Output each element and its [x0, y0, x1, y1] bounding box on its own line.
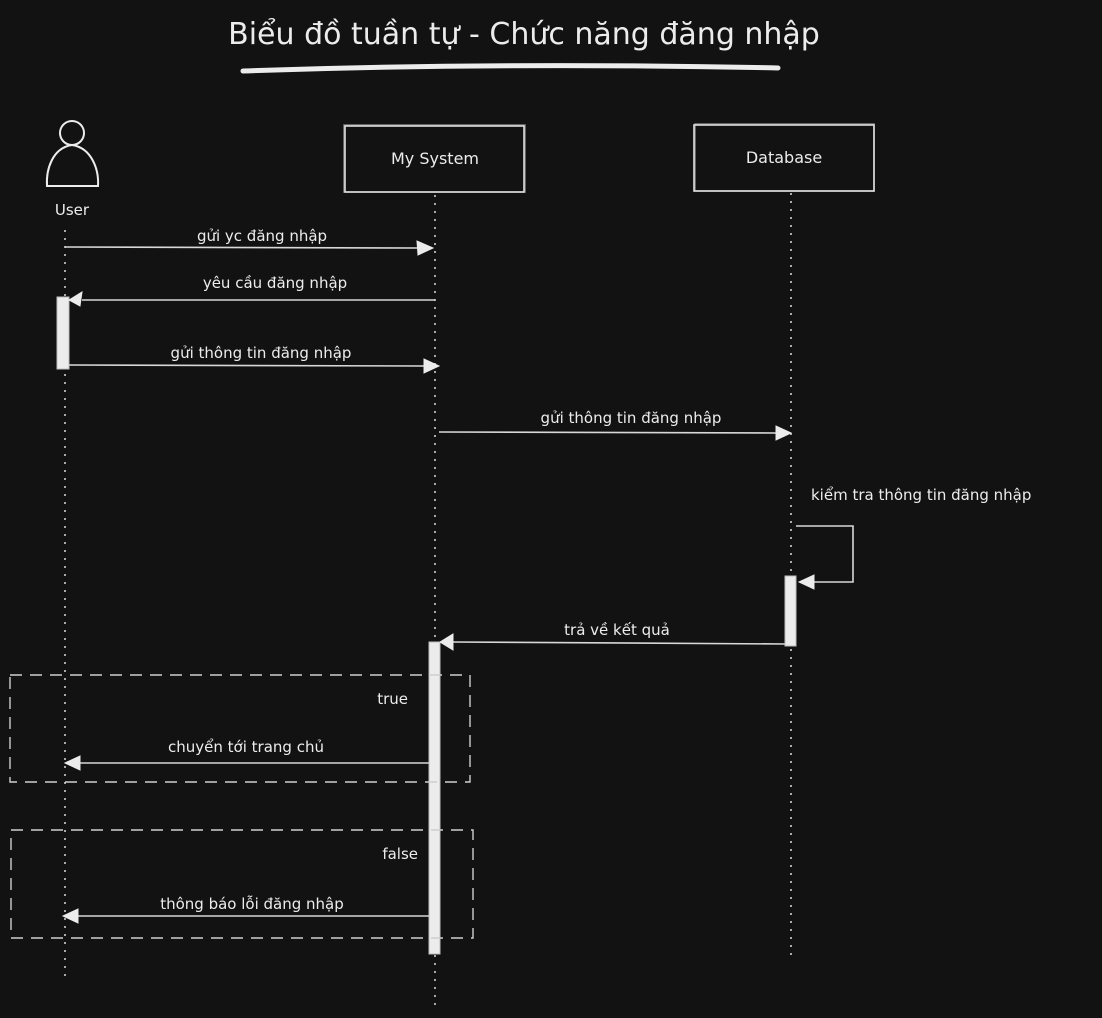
message-3-line: [68, 364, 425, 367]
message-2-label: yêu cầu đăng nhập: [203, 274, 347, 292]
frame-true-label: true: [377, 690, 408, 708]
participant-label-user: User: [55, 201, 90, 219]
message-5-self[interactable]: kiểm tra thông tin đăng nhập: [796, 486, 1031, 590]
message-3-label: gửi thông tin đăng nhập: [171, 344, 352, 362]
message-5-line: [796, 525, 854, 583]
participant-system[interactable]: My System: [343, 124, 526, 193]
message-5-label: kiểm tra thông tin đăng nhập: [811, 486, 1031, 504]
message-7[interactable]: chuyển tới trang chủ: [63, 738, 429, 771]
message-8[interactable]: thông báo lỗi đăng nhập: [61, 895, 429, 924]
message-1-label: gửi yc đăng nhập: [197, 227, 327, 245]
activation-system: [428, 641, 441, 955]
participant-label-system: My System: [391, 149, 479, 168]
frame-false-label: false: [382, 845, 418, 863]
actor-icon: [45, 120, 100, 187]
arrowhead-left-icon: [68, 291, 83, 307]
message-6-line: [451, 641, 786, 645]
title-underline: [240, 63, 781, 74]
arrowhead-right-icon: [775, 425, 793, 441]
message-3[interactable]: gửi thông tin đăng nhập: [68, 344, 441, 374]
arrowhead-right-icon: [416, 240, 435, 256]
arrowhead-left-icon: [63, 755, 81, 771]
message-6[interactable]: trả về kết quả: [439, 621, 786, 651]
frame-false-border: [10, 829, 474, 939]
message-4[interactable]: gửi thông tin đăng nhập: [438, 409, 793, 441]
frame-false: false: [10, 829, 474, 939]
frame-true-border: [9, 674, 471, 783]
frame-true: true: [9, 674, 471, 783]
participant-database[interactable]: Database: [693, 123, 875, 192]
arrowhead-right-icon: [423, 358, 441, 374]
arrowhead-left-icon: [797, 574, 815, 590]
message-4-line: [438, 431, 777, 434]
activation-database: [784, 575, 797, 647]
message-1[interactable]: gửi yc đăng nhập: [64, 227, 435, 256]
message-4-label: gửi thông tin đăng nhập: [541, 409, 722, 427]
participant-label-database: Database: [746, 148, 822, 167]
message-6-label: trả về kết quả: [564, 621, 670, 639]
message-8-label: thông báo lỗi đăng nhập: [160, 895, 344, 913]
message-2[interactable]: yêu cầu đăng nhập: [68, 274, 435, 307]
message-1-line: [64, 246, 421, 249]
activation-user: [56, 296, 70, 370]
arrowhead-left-icon: [61, 908, 79, 924]
participant-user[interactable]: User: [45, 120, 100, 219]
message-7-label: chuyển tới trang chủ: [168, 738, 324, 756]
diagram-title: Biểu đồ tuần tự - Chức năng đăng nhập: [228, 16, 820, 52]
arrowhead-left-icon: [439, 633, 454, 651]
